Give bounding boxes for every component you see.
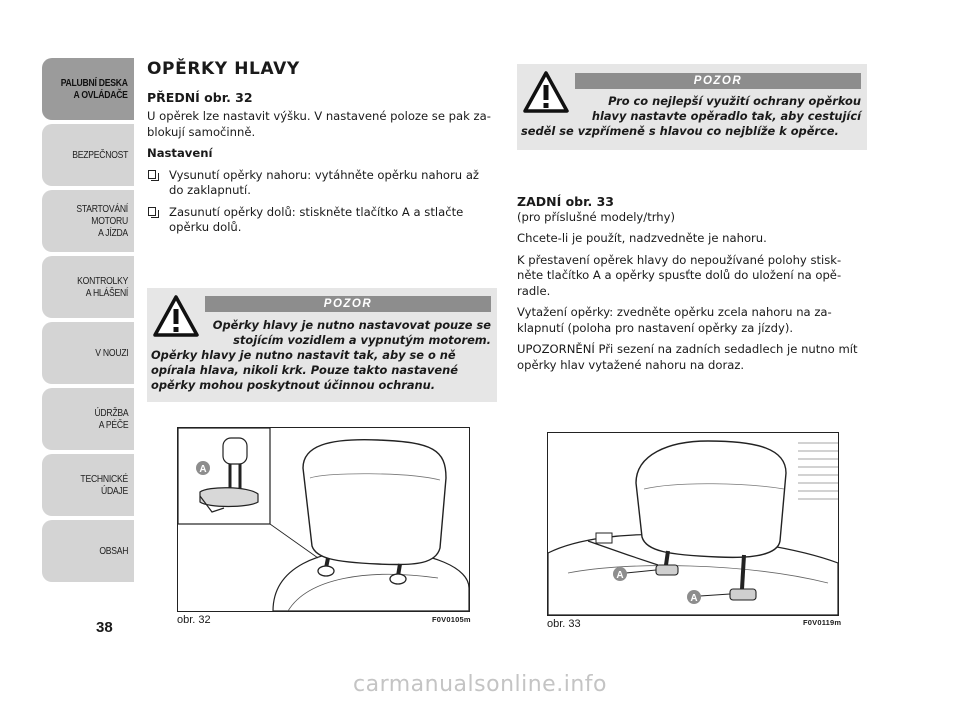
list-item: Vysunutí opěrky nahoru: vytáhněte opěrku… (147, 168, 497, 199)
tab-technicke-udaje[interactable]: TECHNICKÉ ÚDAJE (42, 454, 134, 516)
figure-32-code: F0V0105m (432, 615, 471, 624)
front-intro: U opěrek lze nastavit výšku. V nastavené… (147, 109, 491, 139)
setting-list: Vysunutí opěrky nahoru: vytáhněte opěrku… (147, 168, 497, 236)
rear-headrest-illustration: A A (548, 433, 838, 615)
warning-lead: Pro co nejlepší využití ochrany opěrkou … (591, 94, 861, 123)
warning-label: POZOR (205, 296, 491, 312)
tab-startovani[interactable]: STARTOVÁNÍ MOTORU A JÍZDA (42, 190, 134, 252)
rear-paragraph: Chcete-li je použít, nadzvedněte je naho… (517, 231, 767, 245)
rear-paragraph: UPOZORNĚNÍ Při sezení na zadních sedadle… (517, 342, 858, 372)
tab-kontrolky[interactable]: KONTROLKY A HLÁŠENÍ (42, 256, 134, 318)
checkbox-icon (148, 169, 159, 181)
callout-a: A (616, 570, 623, 581)
list-item-text: Vysunutí opěrky nahoru: vytáhněte opěrku… (169, 167, 480, 198)
figure-32-front-headrest: A (177, 427, 470, 612)
watermark: carmanualsonline.info (353, 672, 607, 697)
warning-label: POZOR (575, 73, 861, 89)
front-heading: PŘEDNÍ obr. 32 (147, 89, 253, 105)
figure-33-code: F0V0119m (803, 618, 842, 627)
list-item: Zasunutí opěrky dolů: stiskněte tlačítko… (147, 205, 497, 236)
warning-box-right: POZOR Pro co nejlepší využití ochrany op… (517, 64, 867, 150)
page-number: 38 (96, 619, 113, 636)
tab-label: ÚDRŽBA A PÉČE (94, 407, 128, 431)
warning-triangle-icon (153, 295, 199, 337)
front-headrest-section: OPĚRKY HLAVY PŘEDNÍ obr. 32 U opěrek lze… (147, 59, 497, 242)
tab-label: KONTROLKY A HLÁŠENÍ (77, 275, 128, 299)
list-item-text: Zasunutí opěrky dolů: stiskněte tlačítko… (169, 204, 464, 235)
setting-label: Nastavení (147, 146, 213, 160)
rear-heading: ZADNÍ obr. 33 (517, 194, 614, 209)
rear-paragraph: Vytažení opěrky: zvedněte opěrku zcela n… (517, 305, 832, 335)
checkbox-icon (148, 206, 159, 218)
rear-headrest-section: ZADNÍ obr. 33 (pro příslušné modely/trhy… (517, 194, 867, 379)
tab-label: OBSAH (99, 545, 128, 557)
rear-subheading: (pro příslušné modely/trhy) (517, 209, 676, 224)
figure-33-rear-headrest: A A (547, 432, 839, 616)
warning-text: Opěrky hlavy je nutno nastavovat pouze s… (151, 318, 491, 393)
warning-box-left: POZOR Opěrky hlavy je nutno nastavovat p… (147, 288, 497, 402)
warning-text: Pro co nejlepší využití ochrany opěrkou … (521, 94, 861, 139)
tab-label: STARTOVÁNÍ MOTORU A JÍZDA (76, 203, 128, 239)
tab-bezpecnost[interactable]: BEZPEČNOST (42, 124, 134, 186)
warning-lead: Opěrky hlavy je nutno nastavovat pouze s… (212, 318, 491, 347)
page-title: OPĚRKY HLAVY (147, 59, 300, 79)
rear-paragraph: K přestavení opěrek hlavy do nepoužívané… (517, 252, 842, 298)
tab-v-nouzi[interactable]: V NOUZI (42, 322, 134, 384)
warning-rest: seděl se vzpřímeně s hlavou co nejblíže … (521, 124, 839, 138)
warning-rest: Opěrky hlavy je nutno nastavit tak, aby … (151, 348, 458, 392)
tab-label: TECHNICKÉ ÚDAJE (80, 473, 128, 497)
tab-label: BEZPEČNOST (72, 149, 128, 161)
figure-32-caption: obr. 32 (177, 614, 211, 626)
chapter-sidebar: PALUBNÍ DESKA A OVLÁDAČE BEZPEČNOST STAR… (42, 58, 134, 586)
tab-udrzba[interactable]: ÚDRŽBA A PÉČE (42, 388, 134, 450)
headrest-illustration: A (178, 428, 469, 611)
tab-label: V NOUZI (94, 347, 128, 359)
callout-a: A (199, 464, 206, 475)
figure-33-caption: obr. 33 (547, 618, 581, 630)
tab-obsah[interactable]: OBSAH (42, 520, 134, 582)
tab-label: PALUBNÍ DESKA A OVLÁDAČE (61, 77, 128, 101)
tab-palubni-deska[interactable]: PALUBNÍ DESKA A OVLÁDAČE (42, 58, 134, 120)
warning-triangle-icon (523, 71, 569, 113)
callout-a: A (690, 593, 697, 604)
